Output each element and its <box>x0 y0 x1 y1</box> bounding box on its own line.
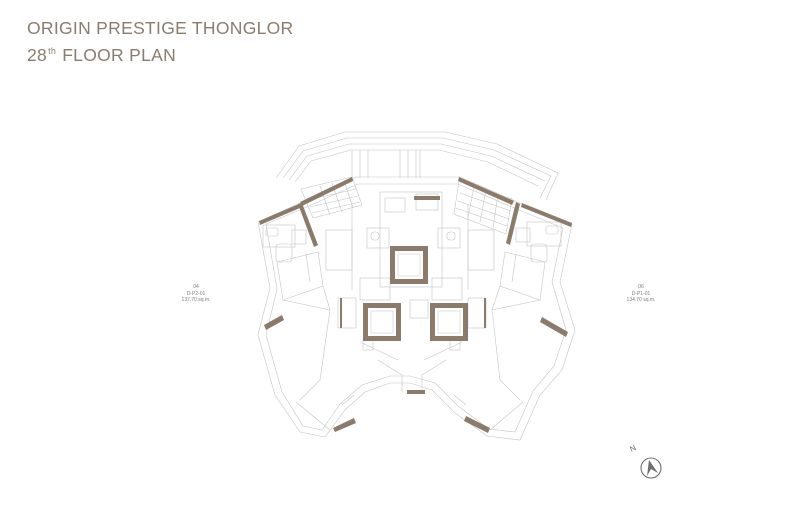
floor-heading: 28th FLOOR PLAN <box>27 40 294 67</box>
north-arrow-icon <box>640 457 662 479</box>
unit-type: D-P2-01 <box>186 290 206 297</box>
compass: N <box>628 443 666 484</box>
floor-number: 28 <box>27 45 48 65</box>
project-name: ORIGIN PRESTIGE THONGLOR <box>27 18 294 38</box>
floor-suffix: th <box>48 46 57 56</box>
floor-plan-linework <box>257 131 576 441</box>
unit-label-06: 06 D-P1-01 134.70 sq.m. <box>611 284 671 304</box>
unit-number: 06 <box>638 284 644 290</box>
lift-car-details <box>370 253 461 334</box>
unit-area: 134.70 sq.m. <box>626 297 656 303</box>
floor-plan-title: ORIGIN PRESTIGE THONGLOR 28th FLOOR PLAN <box>27 17 294 67</box>
unit-number: 04 <box>193 284 199 290</box>
structural-walls <box>259 177 572 433</box>
unit-type: D-P1-01 <box>631 290 651 297</box>
unit-label-04: 04 D-P2-01 137.70 sq.m. <box>166 284 226 304</box>
unit-area: 137.70 sq.m. <box>181 297 211 303</box>
floor-label: FLOOR PLAN <box>62 45 177 65</box>
